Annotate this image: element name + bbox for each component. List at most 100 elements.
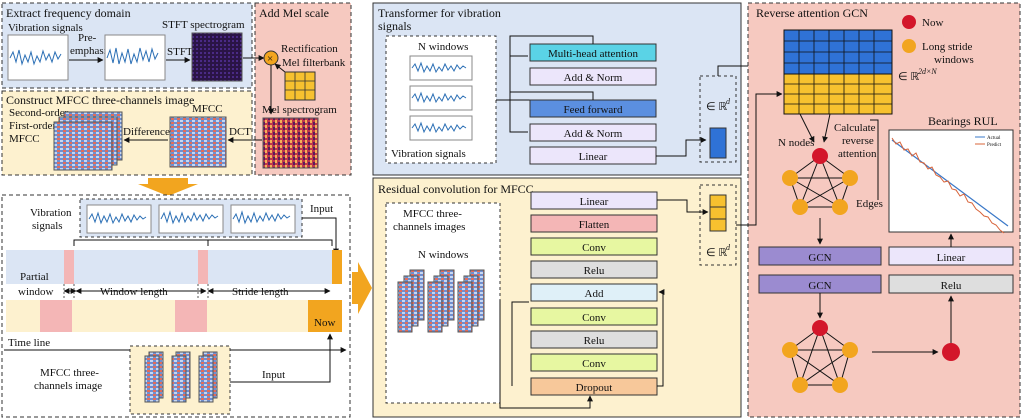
pre-emphasis-label-2: emphasis xyxy=(70,45,111,57)
window-signal-2 xyxy=(158,204,224,234)
now-output-node xyxy=(942,343,960,361)
now-block-top xyxy=(332,250,342,284)
mel-filterbank-grid xyxy=(284,71,316,101)
window-length-label: Window length xyxy=(100,286,168,298)
gcn2-label: GCN xyxy=(808,280,831,292)
now-label-left: Now xyxy=(314,317,335,329)
matrix-to-graph-arrow-2 xyxy=(822,113,831,143)
upper-graph xyxy=(789,155,851,208)
n-windows-label-2: N windows xyxy=(418,249,468,261)
conv2-box xyxy=(530,307,658,326)
relu-box xyxy=(888,274,1014,294)
flatten-label: Flatten xyxy=(579,219,610,231)
stride-length-label: Stride length xyxy=(232,286,289,298)
window-signal-1 xyxy=(86,204,152,234)
stft-spectrogram-image xyxy=(191,32,243,82)
rul-legend-actual: Actual xyxy=(987,136,1001,141)
linear-label: Linear xyxy=(937,252,966,264)
pre-emphasis-label-1: Pre- xyxy=(78,32,97,44)
transformer-title-1: Transformer for vibration xyxy=(378,6,501,20)
matrix-dim-sup: 2d×N xyxy=(918,67,937,76)
extract-title: Extract frequency domain xyxy=(6,6,131,20)
mfcc-images-label-1: MFCC three- xyxy=(403,208,462,220)
linear-r-out-arrow xyxy=(657,199,709,215)
conv1-box xyxy=(530,237,658,256)
timeline-guides xyxy=(63,284,209,300)
mel-filterbank-gridlines xyxy=(285,72,315,100)
rd-top-label: ∈ ℝ xyxy=(706,101,727,113)
window-signal-3 xyxy=(230,204,296,234)
rul-legend-predict: Predict xyxy=(987,143,1002,148)
vec-bottom-to-matrix-arrow xyxy=(736,91,783,226)
residual-skip-line xyxy=(657,289,665,387)
calculate-label-2: reverse xyxy=(842,135,874,147)
mfcc-thumb-2b xyxy=(171,355,187,403)
mfcc-label-center: MFCC xyxy=(192,103,223,115)
mfcc-col-2c xyxy=(427,281,443,333)
rectification-label: Rectification xyxy=(281,43,338,55)
right-arrow-big xyxy=(352,262,372,314)
conv2-label: Conv xyxy=(582,312,606,324)
add-mel-scale-title: Add Mel scale xyxy=(259,6,329,20)
window-wave-1 xyxy=(88,211,147,225)
add-box xyxy=(530,283,658,302)
mel-spectrogram-image xyxy=(262,117,319,169)
gcn1-box xyxy=(758,246,882,266)
n-window-wave-2 xyxy=(411,91,467,104)
stft-spectrogram-label: STFT spectrogram xyxy=(162,19,245,31)
multiply-icon: × xyxy=(267,53,273,65)
mfcc-block-1 xyxy=(40,300,72,332)
vibration-signals-label: Vibration signals xyxy=(8,22,83,34)
lower-node-2 xyxy=(842,342,858,358)
matrix-dim-label: ∈ ℝ xyxy=(898,71,919,83)
relu1-label: Relu xyxy=(584,265,605,277)
now-legend-node xyxy=(902,15,916,29)
gcn1-label: GCN xyxy=(808,252,831,264)
graph-node-2 xyxy=(842,170,858,186)
input-bottom-arrow xyxy=(230,333,333,383)
lower-node-1 xyxy=(782,342,798,358)
relu2-label: Relu xyxy=(584,335,605,347)
second-order-label: Second-order xyxy=(9,107,69,119)
mfcc-single-image xyxy=(169,116,227,168)
mfcc-to-dropout-arrow xyxy=(499,300,593,409)
edges-pointer xyxy=(870,119,879,200)
vibration-label-2: signals xyxy=(32,220,63,232)
mel-spectrogram-label: Mel spectrogram xyxy=(262,104,337,116)
dct-label: DCT xyxy=(229,126,251,138)
n-window-wave-3 xyxy=(411,121,467,134)
raw-signal-wave xyxy=(9,49,62,66)
now-block xyxy=(308,300,342,332)
calculate-label-1: Calculate xyxy=(834,122,876,134)
mfcc-thumb-1b xyxy=(144,355,160,403)
transformer-skip-lines xyxy=(509,35,594,133)
feedforward-label: Feed forward xyxy=(564,104,623,116)
mfcc-label-left: MFCC xyxy=(9,133,40,145)
conv3-label: Conv xyxy=(582,358,606,370)
linear-t-out-arrow xyxy=(656,137,707,157)
mfcc-stack-front xyxy=(53,121,113,171)
mfcc-image-label-1: MFCC three- xyxy=(40,367,99,379)
feature-vec-bottom-lines xyxy=(710,206,726,220)
window-brackets xyxy=(73,239,333,246)
long-stride-label-1: Long stride xyxy=(922,41,973,53)
partial-window-label-2: window xyxy=(18,286,54,298)
feature-vec-bottom-group xyxy=(699,184,737,266)
multihead-label: Multi-head attention xyxy=(548,48,639,60)
conv3-box xyxy=(530,353,658,372)
linear-r-label: Linear xyxy=(580,196,609,208)
calculate-label-3: attention xyxy=(838,148,877,160)
rd-top-sup: d xyxy=(726,97,731,106)
addnorm1-box xyxy=(529,67,657,86)
down-arrow-big xyxy=(138,178,198,196)
signal-timeline-bar xyxy=(6,250,342,284)
window-wave-2 xyxy=(160,210,219,225)
time-line-label: Time line xyxy=(8,337,50,349)
relu1-box xyxy=(530,260,658,279)
relu-label: Relu xyxy=(941,280,962,292)
partial-window-block xyxy=(64,250,74,284)
window-block-2 xyxy=(198,250,208,284)
partial-window-label-1: Partial xyxy=(20,271,49,283)
graph-node-now xyxy=(812,148,828,164)
